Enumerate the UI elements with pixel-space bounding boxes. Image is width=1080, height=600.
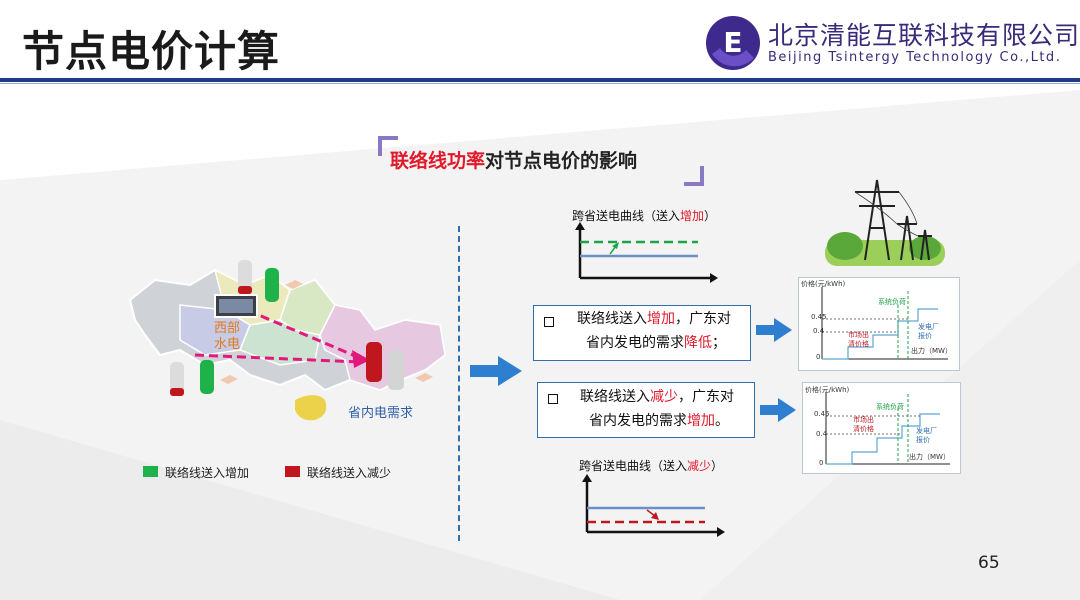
- curve-bottom-label: 跨省送电曲线（送入减少）: [579, 457, 723, 474]
- mini-chart-2-market-2: 清价格: [853, 424, 874, 434]
- page-number: 65: [978, 553, 1000, 573]
- legend-label-increase: 联络线送入增加: [165, 464, 249, 481]
- mini-chart-1-market-2: 清价格: [848, 339, 869, 349]
- mini-chart-2-xlabel: 出力（MW）: [909, 452, 950, 462]
- box-increase-line2-b: ；: [712, 335, 726, 351]
- mini-chart-2-y0: 0: [819, 459, 823, 467]
- box-increase-line2: 省内发电的需求降低；: [586, 331, 726, 355]
- hydro-label-line2: 水电: [214, 333, 240, 352]
- box-decrease-line2-a: 省内发电的需求: [589, 413, 687, 429]
- curve-top-axes: [570, 222, 720, 286]
- company-name-cn: 北京清能互联科技有限公司: [768, 16, 1080, 52]
- province-demand-label: 省内电需求: [348, 402, 413, 421]
- header-rule: [0, 78, 1080, 82]
- box-increase-line2-hl: 降低: [684, 335, 712, 351]
- box-increase-line1-b: ，广东对: [675, 311, 731, 327]
- subtitle-rest: 对节点电价的影响: [485, 150, 637, 172]
- right-arrow-icon-1: [756, 318, 792, 342]
- box-decrease-line2-hl: 增加: [687, 413, 715, 429]
- subtitle-highlight: 联络线功率: [390, 150, 485, 172]
- box-decrease-line1-b: ，广东对: [678, 389, 734, 405]
- subtitle-bracket-right: [684, 166, 704, 186]
- logo-letter: E: [723, 26, 742, 59]
- page-title: 节点电价计算: [22, 18, 280, 79]
- mini-chart-1-load: 系统负荷: [878, 297, 906, 307]
- legend-swatch-decrease: [285, 466, 300, 477]
- right-arrow-icon-2: [760, 398, 796, 422]
- section-subtitle: 联络线功率对节点电价的影响: [390, 146, 637, 173]
- box-increase-bullet: [544, 317, 554, 327]
- box-decrease-line1-hl: 减少: [650, 389, 678, 405]
- box-increase-line1: 联络线送入增加，广东对: [577, 307, 731, 331]
- box-decrease-bullet: [548, 394, 558, 404]
- curve-top-prefix: 跨省送电曲线（送入: [572, 209, 680, 223]
- header-rule-thin: [0, 83, 1080, 84]
- curve-bottom-highlight: 减少: [687, 459, 711, 473]
- mini-chart-2-ylabel: 价格(元/kWh): [805, 385, 849, 395]
- box-decrease-line2-b: 。: [715, 413, 729, 429]
- section-divider: [458, 226, 460, 541]
- company-name-en: Beijing Tsintergy Technology Co.,Ltd.: [768, 50, 1061, 65]
- curve-top-highlight: 增加: [680, 209, 704, 223]
- transmission-tower-illustration: [825, 168, 945, 268]
- mini-chart-1-y1: 0.45: [811, 313, 827, 321]
- mini-chart-2-y2: 0.4: [816, 430, 827, 438]
- mini-chart-1-ylabel: 价格(元/kWh): [801, 279, 845, 289]
- box-increase-line1-a: 联络线送入: [577, 311, 647, 327]
- legend-swatch-increase: [143, 466, 158, 477]
- box-decrease-line1-a: 联络线送入: [580, 389, 650, 405]
- box-increase-line2-a: 省内发电的需求: [586, 335, 684, 351]
- curve-bottom-axes: [577, 474, 727, 540]
- box-increase-line1-hl: 增加: [647, 311, 675, 327]
- mini-chart-1-y2: 0.4: [813, 327, 824, 335]
- mini-chart-2-y1: 0.45: [814, 410, 830, 418]
- company-logo-icon: E: [704, 14, 762, 72]
- mini-chart-1-y0: 0: [816, 353, 820, 361]
- mini-chart-1-xlabel: 出力（MW）: [911, 346, 952, 356]
- box-decrease-line1: 联络线送入减少，广东对: [580, 385, 734, 409]
- curve-top-suffix: ）: [704, 209, 716, 223]
- mini-chart-1-plant-2: 报价: [918, 331, 932, 341]
- mini-chart-2-plant-2: 报价: [916, 435, 930, 445]
- box-decrease-line2: 省内发电的需求增加。: [589, 409, 729, 433]
- legend-label-decrease: 联络线送入减少: [307, 464, 391, 481]
- right-arrow-icon: [470, 356, 522, 386]
- curve-bottom-suffix: ）: [711, 459, 723, 473]
- mini-chart-2-load: 系统负荷: [876, 402, 904, 412]
- curve-bottom-prefix: 跨省送电曲线（送入: [579, 459, 687, 473]
